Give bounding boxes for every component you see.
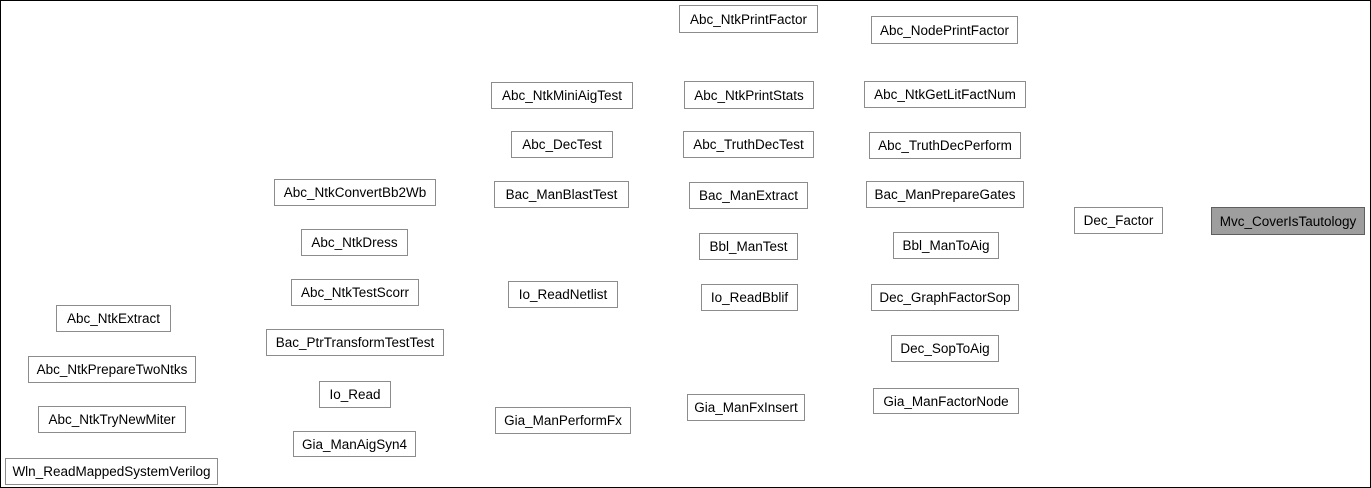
node-bac_manextract[interactable]: Bac_ManExtract xyxy=(689,182,808,209)
node-abc_truthdectest[interactable]: Abc_TruthDecTest xyxy=(683,131,814,158)
node-abc_ntkpreparetwontks[interactable]: Abc_NtkPrepareTwoNtks xyxy=(28,356,196,383)
node-abc_ntkconvertbb2wb[interactable]: Abc_NtkConvertBb2Wb xyxy=(274,179,436,206)
node-gia_manfactornode[interactable]: Gia_ManFactorNode xyxy=(873,388,1019,414)
node-mvc_coveristautology: Mvc_CoverIsTautology xyxy=(1211,207,1365,235)
node-abc_ntkprintfactor[interactable]: Abc_NtkPrintFactor xyxy=(679,5,818,33)
node-abc_ntkprintstats[interactable]: Abc_NtkPrintStats xyxy=(684,81,814,109)
node-bac_manblasttest[interactable]: Bac_ManBlastTest xyxy=(494,181,629,208)
node-io_readbblif[interactable]: Io_ReadBblif xyxy=(701,284,798,311)
node-bbl_mantest[interactable]: Bbl_ManTest xyxy=(699,233,798,260)
node-dec_graphfactorsop[interactable]: Dec_GraphFactorSop xyxy=(871,284,1019,311)
node-dec_factor[interactable]: Dec_Factor xyxy=(1074,207,1163,234)
node-abc_ntkminiaigtest[interactable]: Abc_NtkMiniAigTest xyxy=(491,82,633,109)
node-abc_ntkdress[interactable]: Abc_NtkDress xyxy=(301,229,408,256)
node-abc_ntktrynewmiter[interactable]: Abc_NtkTryNewMiter xyxy=(38,406,186,433)
node-io_readnetlist[interactable]: Io_ReadNetlist xyxy=(508,281,618,308)
node-gia_manfxinsert[interactable]: Gia_ManFxInsert xyxy=(687,394,805,421)
node-io_read[interactable]: Io_Read xyxy=(319,381,391,408)
node-abc_ntkgetlitfactnum[interactable]: Abc_NtkGetLitFactNum xyxy=(864,81,1026,108)
node-bbl_mantoaig[interactable]: Bbl_ManToAig xyxy=(893,232,999,259)
node-bac_manpreparegates[interactable]: Bac_ManPrepareGates xyxy=(866,181,1024,208)
node-gia_manaigsyn4[interactable]: Gia_ManAigSyn4 xyxy=(293,431,416,457)
node-dec_soptoaig[interactable]: Dec_SopToAig xyxy=(891,335,999,362)
node-abc_ntktestscorr[interactable]: Abc_NtkTestScorr xyxy=(291,279,419,306)
node-abc_dectest[interactable]: Abc_DecTest xyxy=(511,131,613,158)
node-bac_ptrtransformtesttest[interactable]: Bac_PtrTransformTestTest xyxy=(266,329,444,356)
node-wln_readmappedsystemverilog[interactable]: Wln_ReadMappedSystemVerilog xyxy=(5,458,218,485)
node-abc_truthdecperform[interactable]: Abc_TruthDecPerform xyxy=(869,132,1021,159)
node-abc_nodeprintfactor[interactable]: Abc_NodePrintFactor xyxy=(871,16,1018,44)
node-abc_ntkextract[interactable]: Abc_NtkExtract xyxy=(56,305,171,332)
node-gia_manperformfx[interactable]: Gia_ManPerformFx xyxy=(495,407,631,434)
